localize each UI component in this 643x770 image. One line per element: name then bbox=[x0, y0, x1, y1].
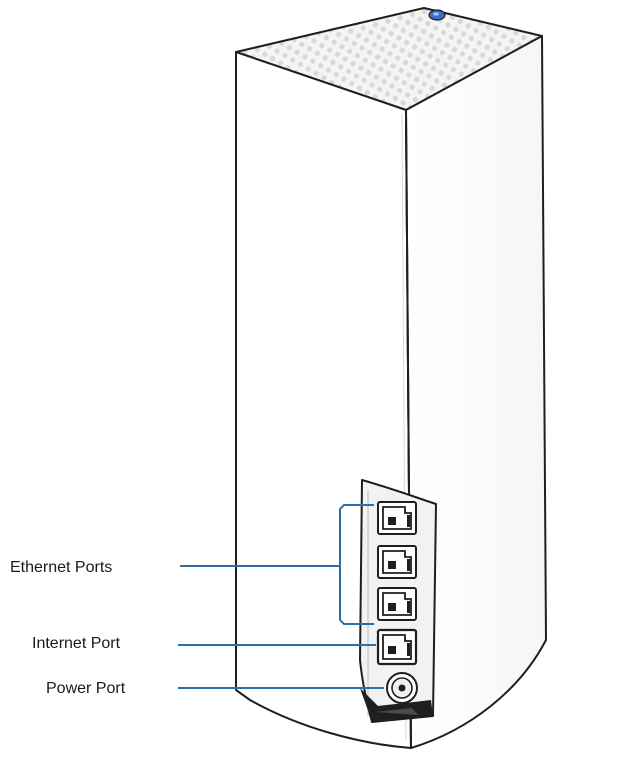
ethernet-bracket bbox=[339, 504, 374, 625]
ethernet-port-icon bbox=[377, 545, 417, 579]
power-jack-icon bbox=[386, 672, 418, 704]
ethernet-port-icon bbox=[377, 587, 417, 621]
power-port-label: Power Port bbox=[46, 680, 126, 697]
internet-port-label: Internet Port bbox=[32, 635, 121, 652]
ethernet-port-icon bbox=[377, 501, 417, 535]
ethernet-ports-label: Ethernet Ports bbox=[10, 559, 113, 576]
status-light-icon bbox=[428, 9, 446, 21]
internet-port-icon bbox=[376, 628, 418, 666]
router-right-face bbox=[405, 35, 547, 749]
